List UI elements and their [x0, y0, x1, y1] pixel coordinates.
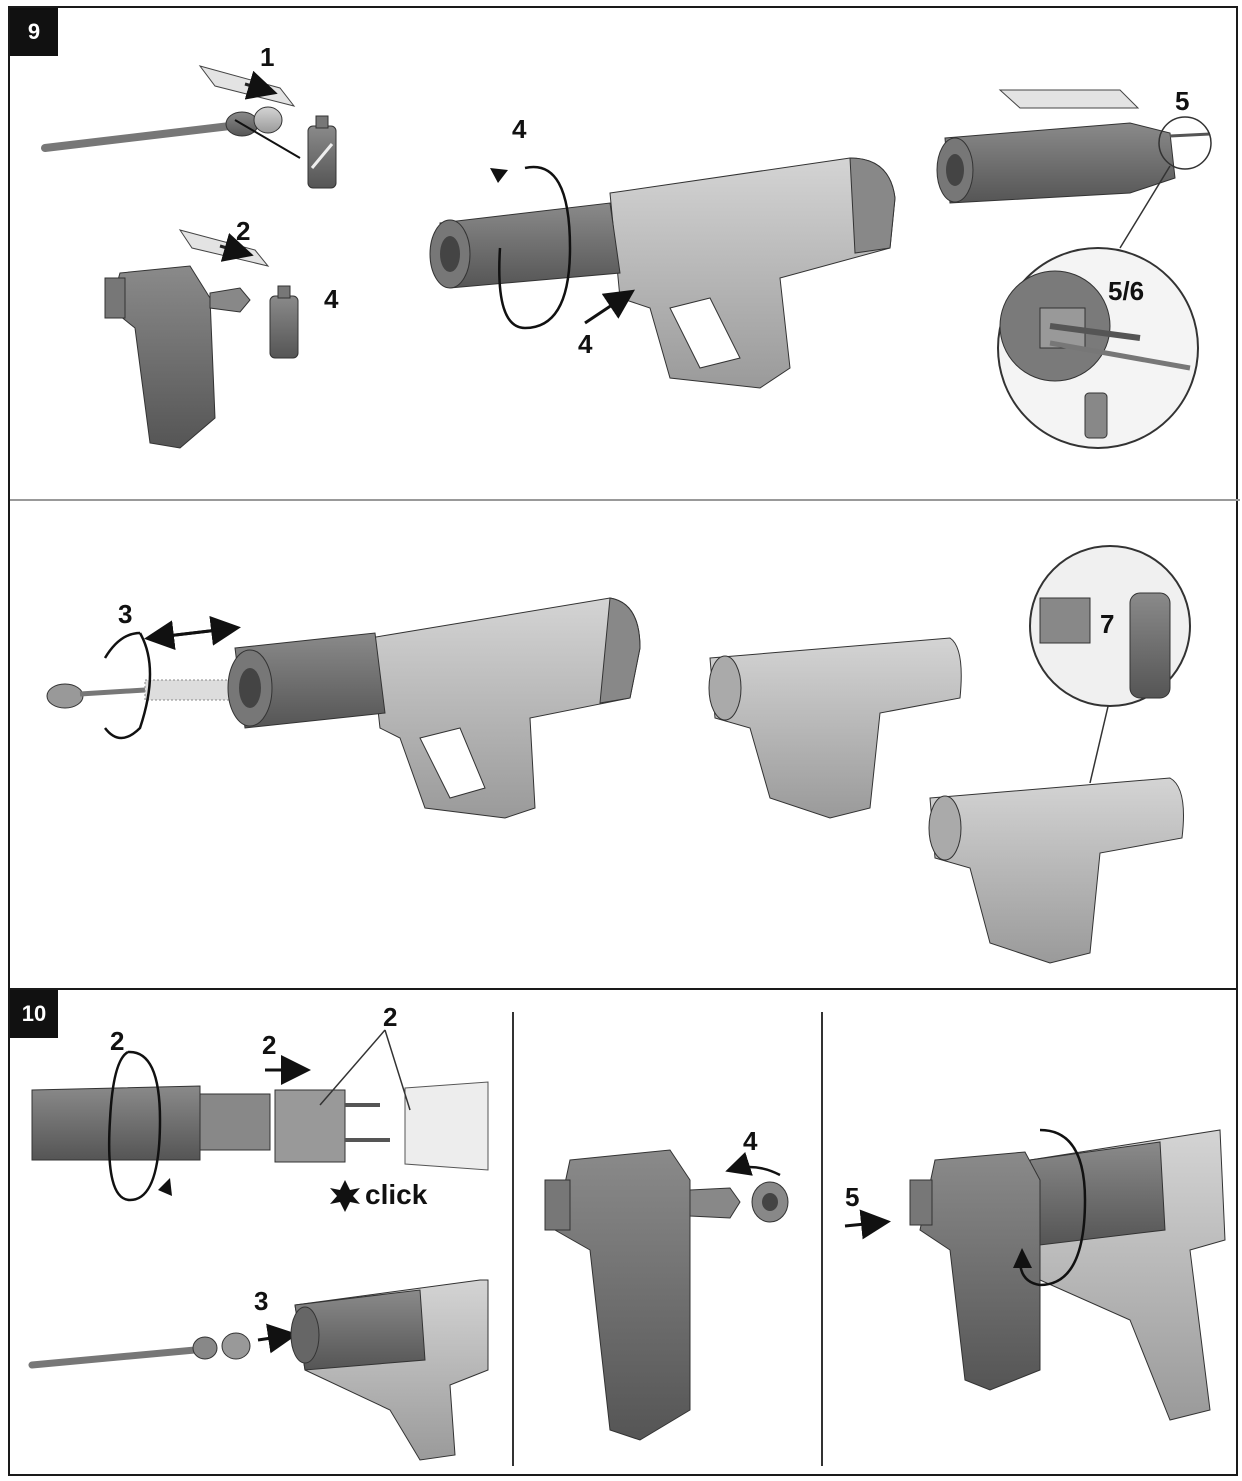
tool-housing-illustration: [928, 777, 1184, 964]
barrel-assembly-illustration: [31, 1081, 489, 1171]
cleaning-brush-illustration: [46, 679, 236, 709]
figure-9-illustration: 1 2 4 4 4 5 5/6 3 7: [10, 42, 1240, 964]
rotate-arrow-icon: [107, 1050, 162, 1202]
step-label: 4: [512, 114, 527, 144]
click-burst-icon: [330, 1180, 360, 1212]
push-arrow-icon: [844, 1209, 891, 1240]
power-tool-illustration: [1029, 1129, 1226, 1421]
figure-10-illustration: 2 2 2 click 3 4 5: [28, 1002, 1226, 1466]
cleaning-pad-icon: [178, 229, 270, 267]
spray-can-icon: [269, 285, 299, 359]
push-arrow-icon: [257, 1323, 298, 1354]
rotate-arrow-icon: [498, 165, 572, 330]
buffer-ring-illustration: [751, 1181, 789, 1223]
cleaning-pad-icon: [998, 89, 1140, 109]
step-label: 1: [260, 42, 274, 72]
figure-10-panel: 10: [8, 988, 1238, 1476]
rotate-arrow-icon: [104, 632, 152, 740]
cleaning-pad-icon: [198, 65, 296, 107]
spray-can-icon: [307, 115, 337, 189]
step-label: 7: [1100, 609, 1114, 639]
step-label: 2: [236, 216, 250, 246]
figure-10-number: 10: [10, 990, 58, 1038]
rotate-arrow-head-icon: [490, 168, 508, 183]
step-label: 2: [383, 1002, 397, 1032]
insert-arrow-icon: [725, 1152, 781, 1177]
step-label: 5: [1175, 86, 1189, 116]
step-label: 2: [110, 1026, 124, 1056]
piston-rod-illustration: [41, 106, 301, 159]
step-label: 5: [845, 1182, 859, 1212]
rotate-arrow-icon: [1018, 1128, 1087, 1287]
figure-9-number: 9: [10, 8, 58, 56]
step-label: 2: [262, 1030, 276, 1060]
step-label: 4: [743, 1126, 758, 1156]
detail-callout-circle: [997, 247, 1199, 449]
piston-rod-illustration: [28, 1332, 251, 1369]
step-label: 3: [254, 1286, 268, 1316]
piston-guide-illustration: [544, 1149, 741, 1441]
detail-marker: [1158, 116, 1212, 170]
push-arrow-icon: [584, 289, 635, 325]
piston-guide-illustration: [104, 265, 251, 449]
step-label: 4: [578, 329, 593, 359]
power-tool-illustration: [227, 597, 641, 819]
piston-guide-illustration: [909, 1151, 1041, 1391]
power-tool-illustration: [429, 157, 896, 389]
step-label: 3: [118, 599, 132, 629]
click-label: click: [365, 1179, 428, 1210]
step-label: 5/6: [1108, 276, 1144, 306]
step-label: 4: [324, 284, 339, 314]
figure-9-panel: 9: [8, 6, 1240, 990]
detail-callout-circle: [1029, 545, 1191, 707]
power-tool-illustration: [290, 1279, 489, 1461]
tool-housing-illustration: [708, 637, 962, 819]
barrel-assembly-illustration: [936, 122, 1211, 204]
